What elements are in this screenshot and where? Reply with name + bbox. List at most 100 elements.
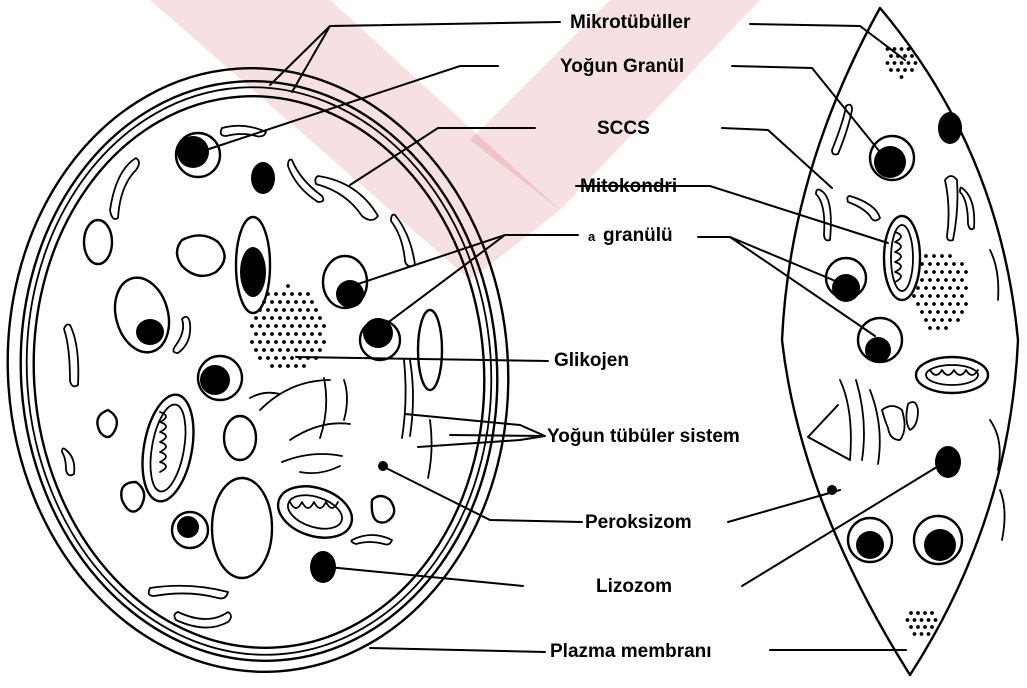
open-canalicular-vesicle bbox=[212, 478, 272, 578]
glycogen-particle bbox=[930, 625, 934, 629]
glycogen-particle bbox=[258, 356, 262, 360]
glycogen-particle bbox=[266, 324, 270, 328]
alpha-granule bbox=[198, 356, 242, 400]
glycogen-particle bbox=[948, 270, 952, 274]
glycogen-particle bbox=[258, 324, 262, 328]
dense-granule bbox=[176, 133, 220, 177]
glycogen-particle bbox=[928, 294, 932, 298]
glycogen-particle bbox=[318, 348, 322, 352]
glycogen-particle bbox=[310, 300, 314, 304]
glycogen-particle bbox=[262, 300, 266, 304]
mitochondrion bbox=[271, 477, 358, 546]
glycogen-particle bbox=[920, 310, 924, 314]
open-canalicular-vesicle bbox=[121, 482, 144, 512]
lysosome bbox=[251, 162, 275, 194]
glycogen-particle bbox=[262, 316, 266, 320]
mitochondrion bbox=[135, 391, 201, 506]
glycogen-particle bbox=[924, 318, 928, 322]
glycogen-particle bbox=[944, 310, 948, 314]
open-canalicular-vesicle bbox=[177, 235, 225, 275]
glycogen-particle bbox=[254, 348, 258, 352]
glycogen-particle bbox=[936, 278, 940, 282]
glycogen-particle bbox=[910, 54, 914, 58]
sccs-tubule bbox=[149, 586, 228, 599]
lysosome bbox=[935, 446, 961, 478]
glycogen-particle bbox=[907, 47, 911, 51]
label-mitokondri: Mitokondri bbox=[580, 176, 677, 197]
sccs-tubule bbox=[288, 160, 323, 202]
glycogen-particle bbox=[314, 308, 318, 312]
glycogen-particle bbox=[936, 310, 940, 314]
glycogen-particle bbox=[294, 332, 298, 336]
sccs-tubule bbox=[110, 158, 139, 219]
glycogen-particle bbox=[298, 292, 302, 296]
open-canalicular-vesicle bbox=[418, 310, 442, 390]
glycogen-particle bbox=[266, 292, 270, 296]
glycogen-particle bbox=[934, 618, 938, 622]
glycogen-particle bbox=[916, 286, 920, 290]
glycogen-particle bbox=[932, 286, 936, 290]
glycogen-particle bbox=[286, 332, 290, 336]
glycogen-particle bbox=[940, 318, 944, 322]
glycogen-particle bbox=[294, 348, 298, 352]
glycogen-particle bbox=[322, 324, 326, 328]
glycogen-particle bbox=[930, 611, 934, 615]
alpha-granule bbox=[858, 318, 902, 363]
glycogen-particle bbox=[250, 340, 254, 344]
glycogen-particle bbox=[912, 294, 916, 298]
glycogen-particle bbox=[920, 632, 924, 636]
open-canalicular-vesicle bbox=[372, 496, 394, 523]
glycogen-particle bbox=[286, 284, 290, 288]
glycogen-particle bbox=[944, 262, 948, 266]
glycogen-particle bbox=[290, 356, 294, 360]
glycogen-particle bbox=[306, 340, 310, 344]
glycogen-particle bbox=[936, 262, 940, 266]
alpha-granule bbox=[107, 272, 177, 359]
alpha-granule bbox=[914, 516, 962, 564]
glycogen-particle bbox=[952, 294, 956, 298]
glycogen-particle bbox=[960, 294, 964, 298]
glycogen-particle bbox=[924, 270, 928, 274]
glycogen-particle bbox=[932, 302, 936, 306]
glycogen-particle bbox=[258, 308, 262, 312]
label-a-prefix: a bbox=[588, 229, 596, 244]
glycogen-particle bbox=[282, 356, 286, 360]
glycogen-particle bbox=[960, 310, 964, 314]
glycogen-particle bbox=[262, 348, 266, 352]
glycogen-particle bbox=[310, 348, 314, 352]
glycogen-particle bbox=[916, 625, 920, 629]
glycogen-particle bbox=[270, 316, 274, 320]
glycogen-particle bbox=[952, 310, 956, 314]
glycogen-particle bbox=[306, 324, 310, 328]
glycogen-particle bbox=[270, 332, 274, 336]
glycogen-particle bbox=[290, 308, 294, 312]
glycogen-particle bbox=[948, 318, 952, 322]
glycogen-particle bbox=[266, 340, 270, 344]
glycogen-particle bbox=[254, 316, 258, 320]
glycogen-particle bbox=[923, 611, 927, 615]
glycogen-particle bbox=[960, 262, 964, 266]
glycogen-particle bbox=[314, 340, 318, 344]
open-canalicular-vesicle bbox=[84, 220, 112, 264]
glycogen-particle bbox=[903, 68, 907, 72]
glycogen-particle bbox=[900, 75, 904, 79]
glycogen-particle bbox=[956, 318, 960, 322]
glycogen-particle bbox=[306, 308, 310, 312]
glycogen-particle bbox=[302, 348, 306, 352]
glycogen-particle bbox=[278, 348, 282, 352]
glycogen-particle bbox=[956, 270, 960, 274]
glycogen-particle bbox=[940, 254, 944, 258]
glycogen-particle bbox=[298, 308, 302, 312]
glycogen-particle bbox=[286, 364, 290, 368]
glycogen-particle bbox=[948, 286, 952, 290]
glycogen-particle bbox=[250, 324, 254, 328]
glycogen-particle bbox=[948, 302, 952, 306]
glycogen-particle bbox=[909, 611, 913, 615]
glycogen-particle bbox=[900, 61, 904, 65]
label-plazma-membrani: Plazma membranı bbox=[550, 641, 712, 662]
sccs-tubule bbox=[174, 612, 231, 628]
glycogen-particle bbox=[270, 364, 274, 368]
glycogen-particle bbox=[270, 348, 274, 352]
glycogen-particle bbox=[290, 292, 294, 296]
